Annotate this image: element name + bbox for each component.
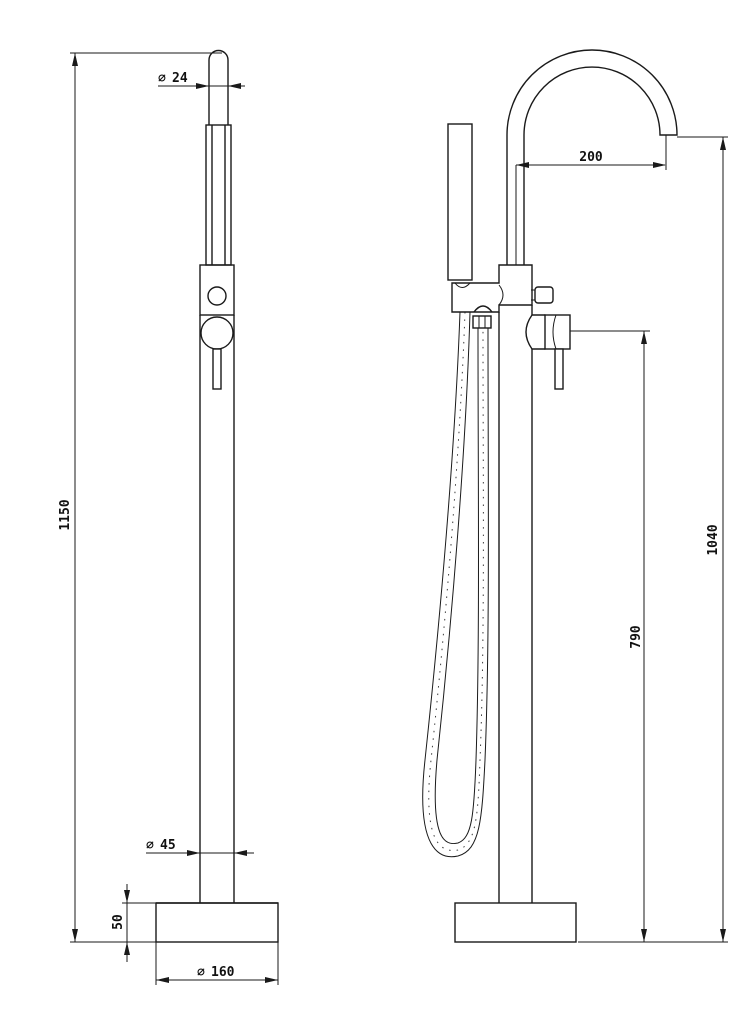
shower-hose xyxy=(422,311,489,858)
upper-column xyxy=(205,124,232,266)
shower-holder xyxy=(451,264,533,313)
mixer-lever xyxy=(554,348,564,390)
diverter-button xyxy=(534,286,554,304)
dim-base-diameter-symbol: ∅ xyxy=(197,965,205,980)
dim-spout-diameter-symbol: ∅ xyxy=(158,71,166,86)
dim-base-height: 50 xyxy=(111,914,126,930)
spout-tube xyxy=(208,49,229,125)
base-plate xyxy=(155,902,279,943)
side-view xyxy=(155,49,279,943)
front-dimensions: 200 1040 790 xyxy=(516,135,728,943)
hand-shower xyxy=(447,123,473,281)
dim-body-diameter-symbol: ∅ xyxy=(146,838,154,853)
dim-handle-height: 790 xyxy=(629,625,644,649)
diverter-knob xyxy=(207,286,227,306)
valve-block xyxy=(199,264,235,316)
dim-body-diameter: 45 xyxy=(160,838,176,853)
dim-spout-diameter: 24 xyxy=(172,71,188,86)
handle-hub xyxy=(200,316,234,350)
front-base-plate xyxy=(454,902,577,943)
valve-cap xyxy=(544,314,571,350)
dim-total-height: 1150 xyxy=(58,499,73,530)
dim-base-diameter: 160 xyxy=(211,965,235,980)
dim-outlet-height: 1040 xyxy=(706,524,721,555)
gooseneck-spout xyxy=(506,49,678,265)
dim-spout-reach: 200 xyxy=(579,150,603,165)
lever-handle xyxy=(212,348,222,390)
hose-connector xyxy=(472,315,492,329)
front-view xyxy=(447,49,678,943)
side-dimensions: 1150 ∅ 24 ∅ 45 50 ∅ 160 xyxy=(58,52,279,985)
